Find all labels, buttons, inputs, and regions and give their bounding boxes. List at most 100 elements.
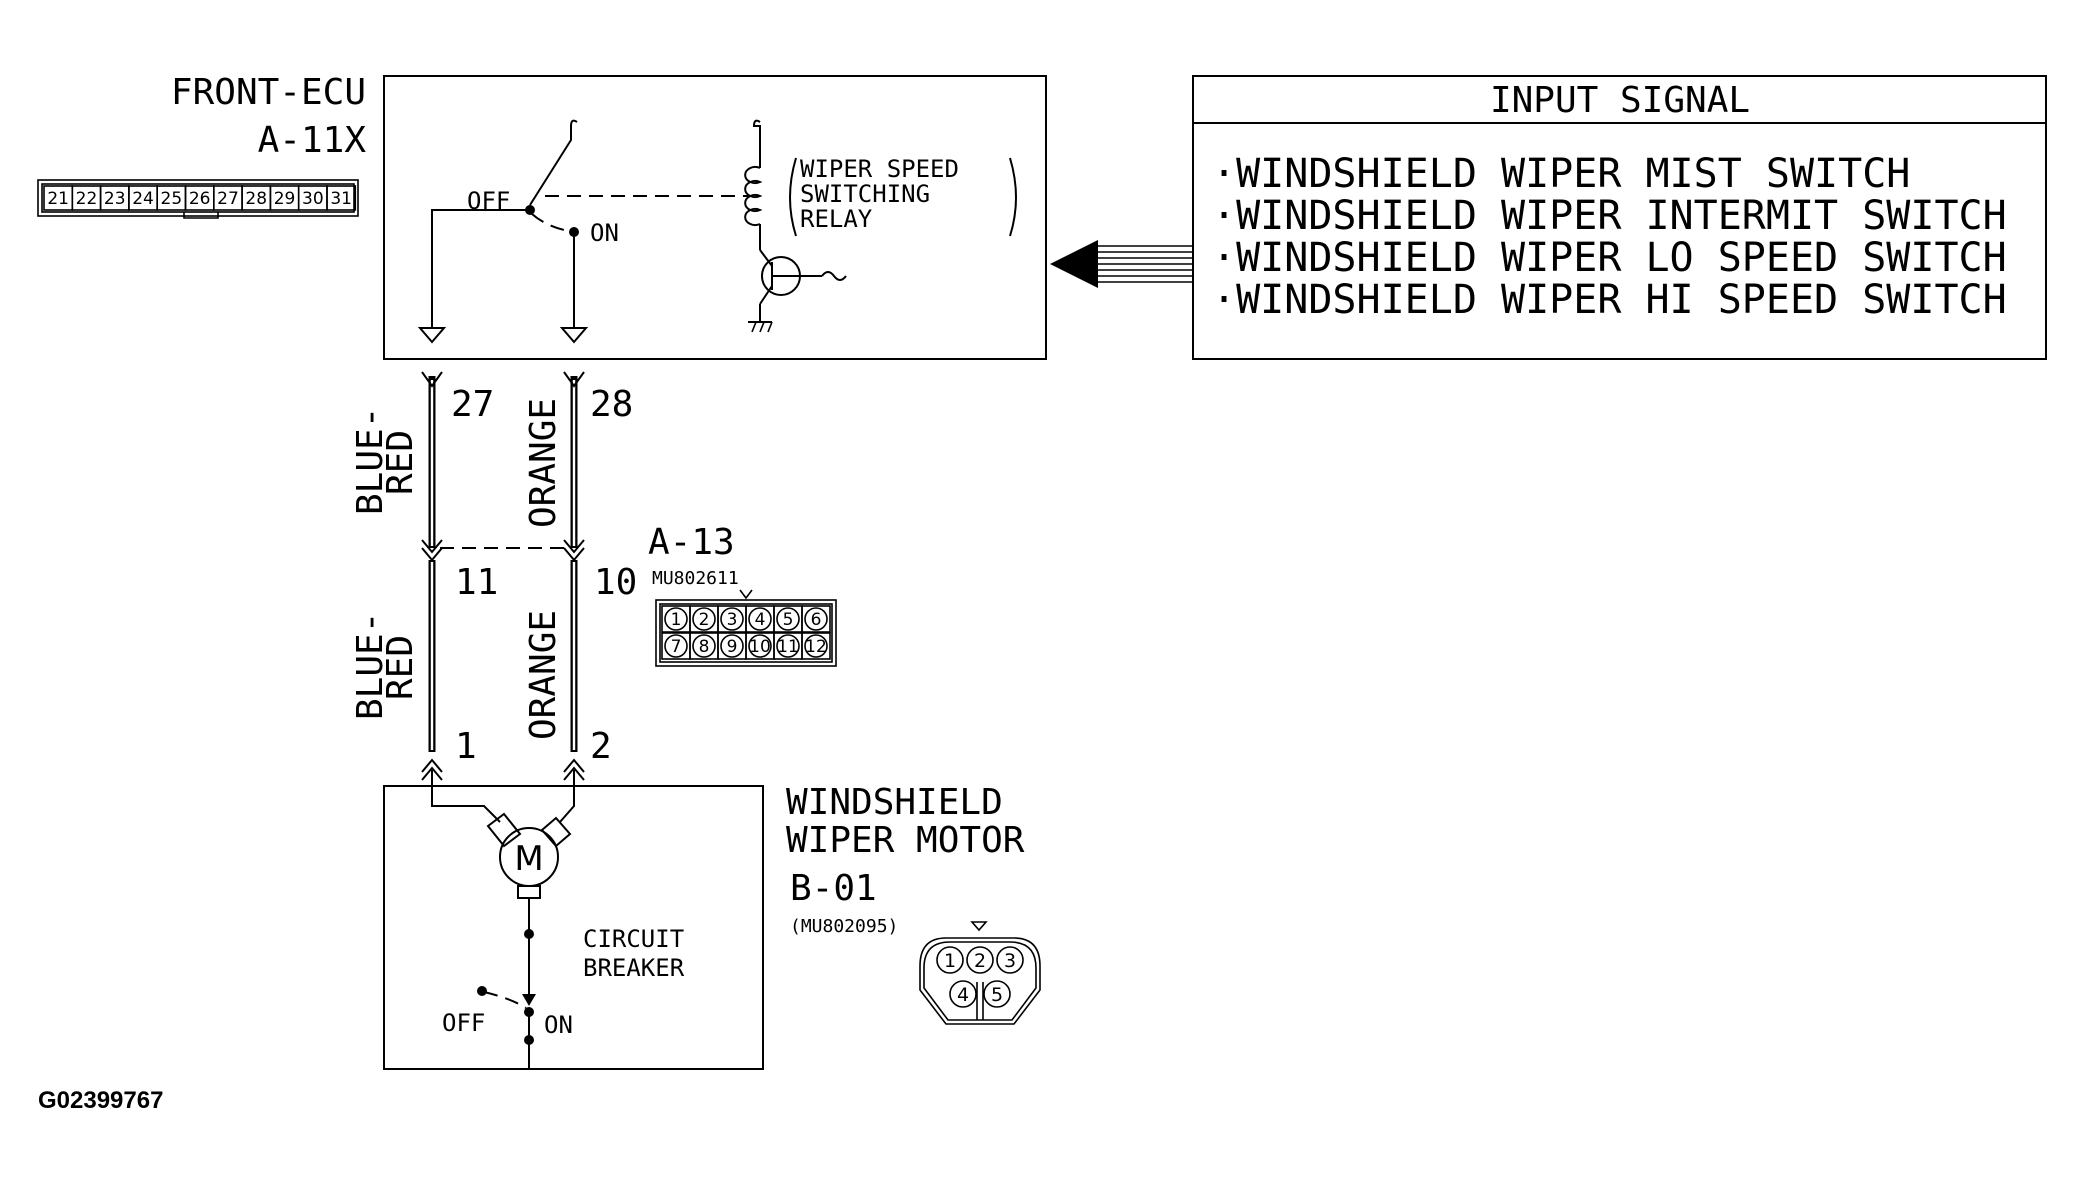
diagram-reference-number: G02399767 [38, 1087, 163, 1114]
connector-pin: 2 [689, 605, 719, 633]
svg-text:22: 22 [76, 189, 98, 209]
svg-text:30: 30 [302, 189, 324, 209]
connector-pin: 31 [326, 185, 357, 211]
svg-text:7: 7 [671, 637, 682, 657]
svg-text:8: 8 [699, 637, 710, 657]
connector-pin: 24 [128, 185, 158, 211]
connector-pin: 5 [773, 605, 803, 633]
svg-text:21: 21 [47, 189, 69, 209]
wire-blue-red [421, 371, 501, 823]
input-signal-item: ·WINDSHIELD WIPER LO SPEED SWITCH [1212, 235, 2007, 281]
connector-pin: 7 [661, 632, 691, 660]
wire-color-label: ORANGE [523, 398, 564, 528]
connector-pin: 1 [661, 605, 691, 633]
svg-text:26: 26 [189, 189, 211, 209]
svg-text:1: 1 [944, 950, 956, 972]
connector-pin: 12 [801, 632, 831, 660]
connector-pin: 30 [297, 185, 328, 211]
svg-text:2: 2 [699, 610, 710, 630]
input-signal-item: ·WINDSHIELD WIPER MIST SWITCH [1212, 151, 1910, 197]
wire-color-label: BLUE- [350, 612, 391, 720]
svg-text:24: 24 [132, 189, 154, 209]
connector-pin: 4 [949, 980, 977, 1008]
svg-text:M: M [514, 839, 543, 879]
connector-pin: 2 [966, 946, 994, 974]
wire-color-label: ORANGE [523, 610, 564, 740]
connector-pin: 11 [773, 632, 803, 660]
svg-text:23: 23 [104, 189, 126, 209]
front-ecu-box [383, 75, 1047, 360]
svg-text:25: 25 [161, 189, 183, 209]
wiper-motor-connector-part: (MU802095) [790, 916, 898, 937]
speed-switch-contact [417, 119, 748, 344]
connector-pin: 25 [156, 185, 187, 211]
svg-text:31: 31 [330, 189, 352, 209]
svg-text:5: 5 [783, 610, 794, 630]
svg-text:6: 6 [811, 610, 822, 630]
motor-pin-number: 1 [455, 726, 477, 767]
wiper-motor-connector-label: B-01 [790, 868, 877, 909]
front-ecu-connector-label: A-11X [258, 120, 367, 161]
input-signal-arrow [1050, 240, 1193, 288]
input-signal-item: ·WINDSHIELD WIPER INTERMIT SWITCH [1212, 193, 2007, 239]
connector-a11x: 21 22 23 24 25 26 27 28 29 30 31 [37, 179, 359, 219]
wire-color-label: BLUE- [350, 407, 391, 515]
svg-text:10: 10 [749, 637, 771, 657]
wiper-motor-label-line2: WIPER MOTOR [786, 820, 1025, 861]
circuit-breaker [477, 898, 536, 1069]
connector-pin: 27 [213, 185, 243, 211]
svg-text:4: 4 [957, 984, 969, 1006]
connector-pin: 8 [689, 632, 719, 660]
svg-text:3: 3 [1004, 950, 1016, 972]
svg-text:29: 29 [274, 189, 296, 209]
ecu-pin-number: 27 [451, 384, 494, 425]
connector-a13-label: A-13 [648, 522, 735, 563]
svg-text:2: 2 [974, 950, 986, 972]
input-signal-box [1192, 75, 2047, 360]
relay-off-label: OFF [467, 187, 510, 215]
circuit-breaker-label-line1: CIRCUIT [583, 925, 684, 953]
relay-coil [744, 119, 847, 333]
relay-on-label: ON [590, 219, 619, 247]
relay-label-line2: SWITCHING [800, 180, 930, 208]
connector-pin: 3 [717, 605, 747, 633]
connector-pin: 22 [71, 185, 102, 211]
relay-label-line1: WIPER SPEED [800, 155, 959, 183]
wiper-motor-label-line1: WINDSHIELD [786, 782, 1003, 823]
svg-text:4: 4 [755, 610, 766, 630]
svg-text:3: 3 [727, 610, 738, 630]
junction-pin-number: 11 [455, 562, 498, 603]
connector-pin: 28 [241, 185, 272, 211]
circuit-breaker-off-label: OFF [442, 1009, 485, 1037]
wire-color-label: RED [380, 430, 421, 495]
connector-pin: 5 [983, 980, 1011, 1008]
ecu-pin-number: 28 [590, 384, 633, 425]
svg-text:5: 5 [991, 984, 1003, 1006]
connector-pin: 1 [936, 946, 964, 974]
input-signal-item: ·WINDSHIELD WIPER HI SPEED SWITCH [1212, 277, 2007, 323]
motor-pin-number: 2 [590, 726, 612, 767]
relay-bracket-right [1009, 157, 1017, 237]
circuit-breaker-label-line2: BREAKER [583, 954, 685, 982]
input-signal-title: INPUT SIGNAL [1490, 80, 1750, 121]
connector-pin: 6 [801, 605, 831, 633]
connector-pin: 29 [269, 185, 300, 211]
wiper-motor-symbol: M [486, 812, 572, 899]
connector-pin: 3 [996, 946, 1024, 974]
connector-pin: 4 [745, 605, 775, 633]
connector-pin: 9 [717, 632, 747, 660]
svg-text:27: 27 [217, 189, 239, 209]
relay-label-line3: RELAY [800, 205, 873, 233]
connector-pin: 21 [43, 185, 74, 211]
svg-text:1: 1 [671, 610, 682, 630]
wire-color-label: RED [380, 635, 421, 700]
connector-a13-part: MU802611 [652, 568, 739, 589]
svg-text:28: 28 [245, 189, 267, 209]
connector-pin: 26 [184, 185, 215, 211]
connector-pin: 10 [745, 632, 775, 660]
svg-text:9: 9 [727, 637, 738, 657]
svg-text:11: 11 [777, 637, 799, 657]
